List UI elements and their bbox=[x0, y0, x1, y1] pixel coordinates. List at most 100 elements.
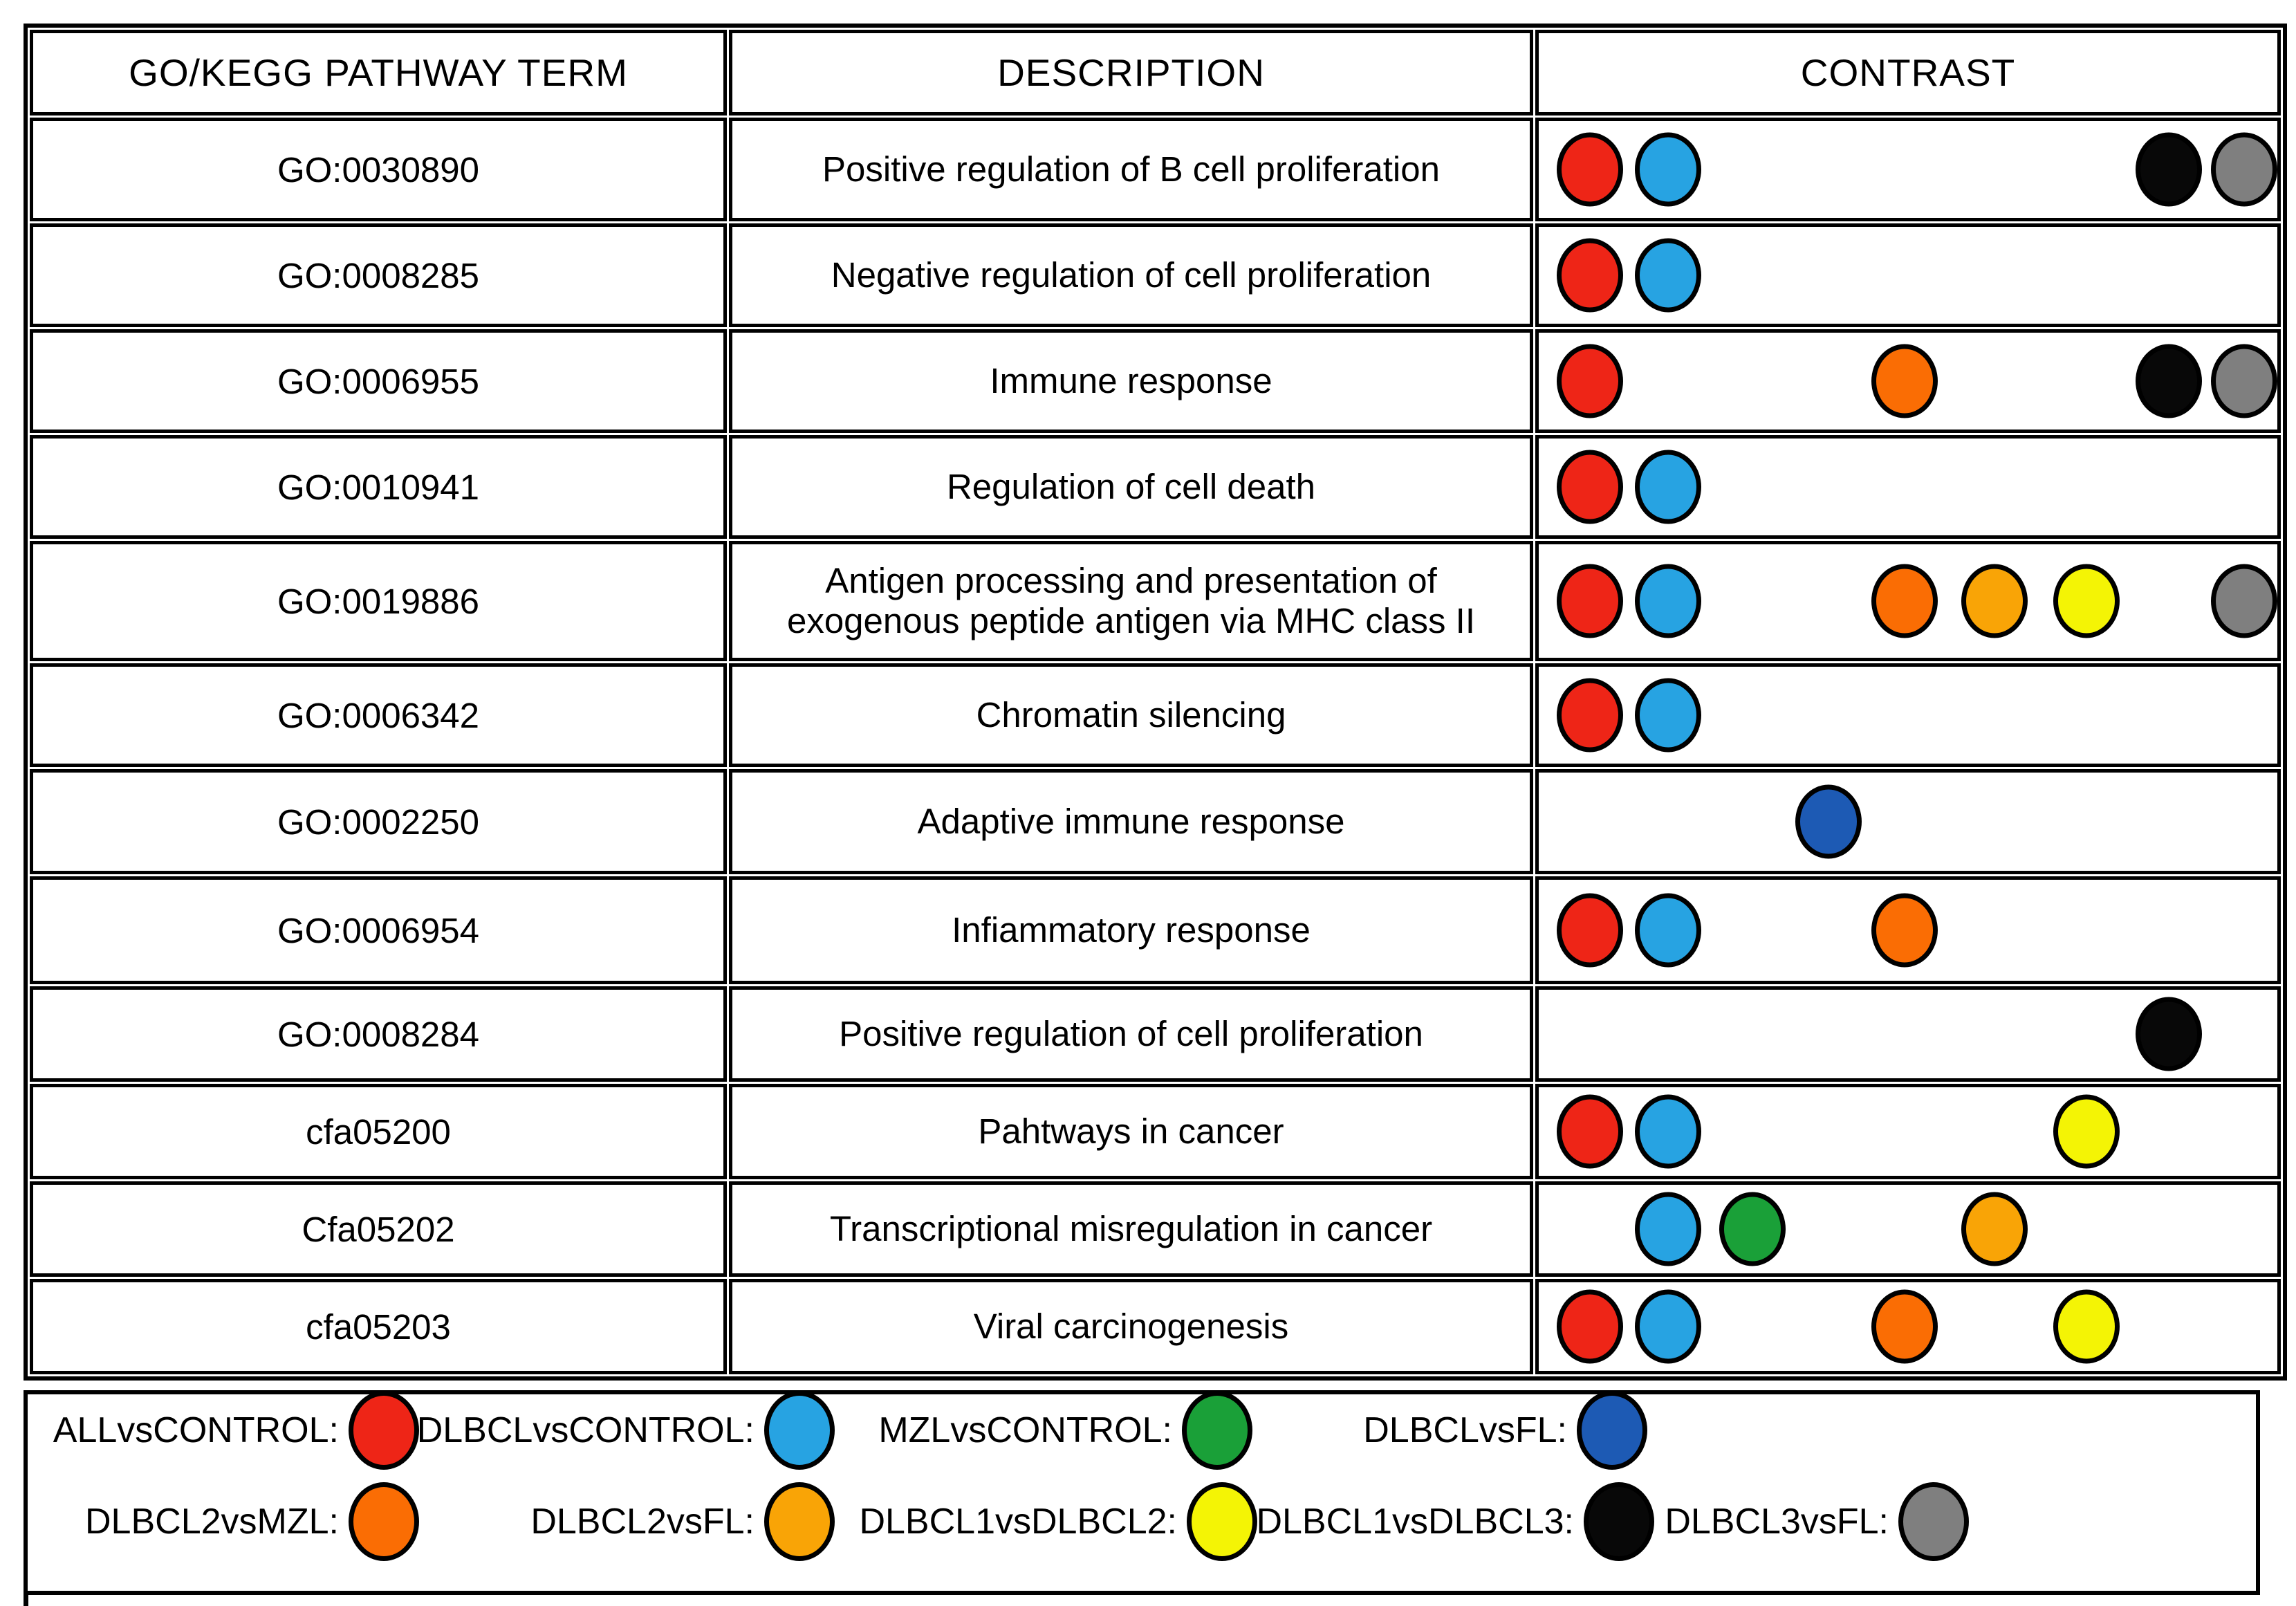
pathway-term-cell: Cfa05202 bbox=[30, 1181, 727, 1277]
contrast-dot-DLBCL1vsDLBCL2 bbox=[2053, 1094, 2120, 1169]
table-row: GO:0008284 Positive regulation of cell p… bbox=[30, 986, 2281, 1082]
contrast-dot-DLBCLvsFL bbox=[1795, 784, 1862, 859]
contrast-cell bbox=[1535, 1084, 2281, 1179]
pathway-description: Adaptive immune response bbox=[917, 801, 1345, 841]
description-cell: Regulation of cell death bbox=[729, 435, 1533, 539]
legend-label: DLBCL3vsFL: bbox=[1665, 1502, 1889, 1542]
contrast-cell bbox=[1535, 435, 2281, 539]
pathway-description: Regulation of cell death bbox=[946, 466, 1316, 506]
pathway-term-cell: GO:0006954 bbox=[30, 876, 727, 984]
contrast-dot-DLBCLvsCONTROL bbox=[1634, 1094, 1701, 1169]
description-cell: Positive regulation of B cell proliferat… bbox=[729, 118, 1533, 221]
table-row: GO:0006954 Infiammatory response bbox=[30, 876, 2281, 984]
contrast-cell bbox=[1535, 118, 2281, 221]
legend-item-DLBCL1vsDLBCL2: DLBCL1vsDLBCL2: bbox=[859, 1482, 1257, 1561]
legend-item-ALLvsCONTROL: ALLvsCONTROL: bbox=[53, 1391, 419, 1470]
description-cell: Antigen processing and presentation of e… bbox=[729, 541, 1533, 661]
legend-dot-icon bbox=[349, 1391, 419, 1470]
table-row: GO:0006955 Immune response bbox=[30, 329, 2281, 433]
column-header-contrast: CONTRAST bbox=[1535, 30, 2281, 116]
pathway-description: Positive regulation of B cell proliferat… bbox=[822, 149, 1440, 189]
description-cell: Immune response bbox=[729, 329, 1533, 433]
column-header-description: DESCRIPTION bbox=[729, 30, 1533, 116]
contrast-dot-ALLvsCONTROL bbox=[1556, 1094, 1623, 1169]
pathway-term: GO:0008284 bbox=[277, 1014, 480, 1054]
pathway-term: GO:0006955 bbox=[277, 361, 480, 401]
description-cell: Transcriptional misregulation in cancer bbox=[729, 1181, 1533, 1277]
header-row: GO/KEGG PATHWAY TERM DESCRIPTION CONTRAS… bbox=[30, 30, 2281, 116]
contrast-cell bbox=[1535, 541, 2281, 661]
legend-dot-icon bbox=[349, 1482, 419, 1561]
contrast-dot-ALLvsCONTROL bbox=[1556, 450, 1623, 524]
contrast-dot-ALLvsCONTROL bbox=[1556, 238, 1623, 313]
legend-label: ALLvsCONTROL: bbox=[53, 1410, 339, 1450]
legend-label: DLBCLvsFL: bbox=[1363, 1410, 1567, 1450]
contrast-cell bbox=[1535, 223, 2281, 327]
legend-dot-icon bbox=[764, 1391, 835, 1470]
pathway-term: GO:0008285 bbox=[277, 255, 480, 295]
contrast-dot-DLBCL2vsMZL bbox=[1871, 564, 1938, 638]
contrast-dot-DLBCLvsCONTROL bbox=[1634, 1289, 1701, 1364]
contrast-dot-DLBCL1vsDLBCL2 bbox=[2053, 1289, 2120, 1364]
pathway-term: GO:0019886 bbox=[277, 581, 480, 621]
pathway-term-cell: GO:0030890 bbox=[30, 118, 727, 221]
legend-item-DLBCL2vsMZL: DLBCL2vsMZL: bbox=[85, 1482, 419, 1561]
contrast-dot-ALLvsCONTROL bbox=[1556, 564, 1623, 638]
contrast-dot-ALLvsCONTROL bbox=[1556, 132, 1623, 207]
contrast-dot-DLBCL2vsFL bbox=[1961, 564, 2028, 638]
table-row: GO:0002250 Adaptive immune response bbox=[30, 769, 2281, 874]
pathway-term-cell: GO:0006955 bbox=[30, 329, 727, 433]
pathway-term-cell: GO:0006342 bbox=[30, 663, 727, 767]
table-row: GO:0010941 Regulation of cell death bbox=[30, 435, 2281, 539]
contrast-dot-DLBCL2vsMZL bbox=[1871, 1289, 1938, 1364]
table-row: cfa05203 Viral carcinogenesis bbox=[30, 1279, 2281, 1374]
pathway-term: GO:0002250 bbox=[277, 802, 480, 842]
legend-dot-icon bbox=[764, 1482, 835, 1561]
table-row: Cfa05202 Transcriptional misregulation i… bbox=[30, 1181, 2281, 1277]
legend-item-MZLvsCONTROL: MZLvsCONTROL: bbox=[878, 1391, 1252, 1470]
contrast-dot-ALLvsCONTROL bbox=[1556, 678, 1623, 753]
contrast-dot-ALLvsCONTROL bbox=[1556, 344, 1623, 418]
pathway-term: GO:0010941 bbox=[277, 467, 480, 507]
pathway-term-cell: GO:0002250 bbox=[30, 769, 727, 874]
pathway-term: cfa05203 bbox=[306, 1307, 451, 1347]
pathway-description: Antigen processing and presentation of e… bbox=[786, 560, 1476, 640]
contrast-dot-DLBCLvsCONTROL bbox=[1634, 132, 1701, 207]
legend-dot-icon bbox=[1187, 1482, 1257, 1561]
pathway-term: GO:0006342 bbox=[277, 695, 480, 735]
description-cell: Chromatin silencing bbox=[729, 663, 1533, 767]
table-row: GO:0030890 Positive regulation of B cell… bbox=[30, 118, 2281, 221]
legend-dot-icon bbox=[1182, 1391, 1252, 1470]
table-row: GO:0006342 Chromatin silencing bbox=[30, 663, 2281, 767]
legend-label: DLBCL1vsDLBCL3: bbox=[1256, 1502, 1574, 1542]
contrast-cell bbox=[1535, 663, 2281, 767]
legend-label: DLBCLvsCONTROL: bbox=[416, 1410, 754, 1450]
table-row: cfa05200 Pahtways in cancer bbox=[30, 1084, 2281, 1179]
legend-item-DLBCL3vsFL: DLBCL3vsFL: bbox=[1665, 1482, 1969, 1561]
contrast-dot-DLBCL1vsDLBCL3 bbox=[2136, 132, 2202, 207]
legend-item-DLBCLvsFL: DLBCLvsFL: bbox=[1363, 1391, 1647, 1470]
description-cell: Infiammatory response bbox=[729, 876, 1533, 984]
contrast-dot-DLBCLvsCONTROL bbox=[1634, 564, 1701, 638]
contrast-dot-DLBCL3vsFL bbox=[2210, 564, 2277, 638]
pathway-term-cell: GO:0008284 bbox=[30, 986, 727, 1082]
description-cell: Pahtways in cancer bbox=[729, 1084, 1533, 1179]
legend-item-DLBCL1vsDLBCL3: DLBCL1vsDLBCL3: bbox=[1256, 1482, 1654, 1561]
contrast-cell bbox=[1535, 876, 2281, 984]
pathway-term: Cfa05202 bbox=[302, 1209, 455, 1249]
contrast-dot-DLBCL1vsDLBCL3 bbox=[2136, 997, 2202, 1071]
pathway-description: Transcriptional misregulation in cancer bbox=[829, 1208, 1433, 1248]
pathway-description: Negative regulation of cell proliferatio… bbox=[831, 255, 1432, 295]
description-cell: Viral carcinogenesis bbox=[729, 1279, 1533, 1374]
pathway-term-cell: GO:0010941 bbox=[30, 435, 727, 539]
contrast-cell bbox=[1535, 986, 2281, 1082]
contrast-dot-DLBCL3vsFL bbox=[2210, 344, 2277, 418]
pathway-term: GO:0030890 bbox=[277, 149, 480, 190]
legend-item-DLBCLvsCONTROL: DLBCLvsCONTROL: bbox=[417, 1391, 835, 1470]
legend-dot-icon bbox=[1584, 1482, 1654, 1561]
contrast-dot-ALLvsCONTROL bbox=[1556, 893, 1623, 968]
description-cell: Adaptive immune response bbox=[729, 769, 1533, 874]
contrast-dot-DLBCLvsCONTROL bbox=[1634, 678, 1701, 753]
legend-dot-icon bbox=[1898, 1482, 1969, 1561]
